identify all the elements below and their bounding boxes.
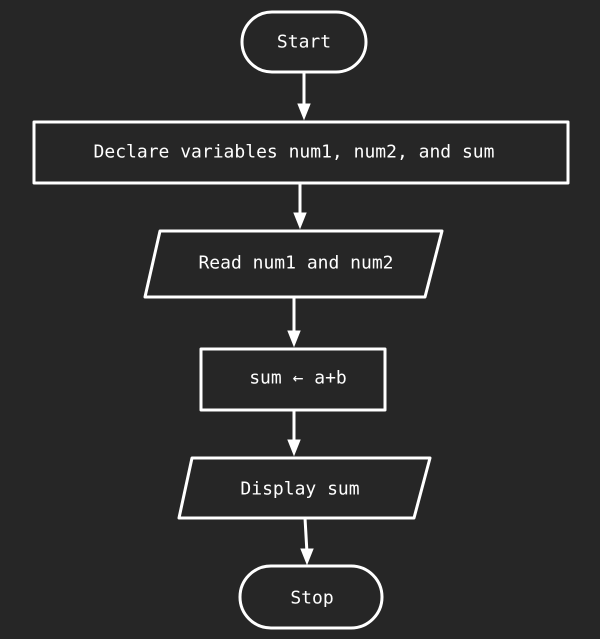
arrowhead [293,212,307,230]
stop-label: Stop [290,588,333,609]
compute-node: sum ← a+b [199,347,387,412]
declare-node: Declare variables num1, num2, and sum [32,120,570,185]
connector-start-to-declare [297,70,311,121]
read-io-shape [143,229,444,299]
stop-terminal-shape [238,564,384,630]
connector-display-to-stop [300,516,314,566]
start-node: Start [240,10,368,74]
arrowhead [300,548,314,566]
arrowhead [287,330,301,348]
compute-label: sum ← a+b [249,368,347,389]
connector-compute-to-display [287,408,301,457]
display-label: Display sum [240,479,359,500]
display-io-shape [177,456,432,520]
connector-read-to-compute [287,295,301,348]
start-label: Start [277,32,331,53]
stop-node: Stop [238,564,384,630]
read-label: Read num1 and num2 [198,253,393,274]
declare-label: Declare variables num1, num2, and sum [94,142,495,163]
arrowhead [287,439,301,457]
arrowhead [297,103,311,121]
connector-line [303,516,309,555]
read-node: Read num1 and num2 [143,229,444,299]
connector-declare-to-read [293,181,307,230]
display-node: Display sum [177,456,432,520]
